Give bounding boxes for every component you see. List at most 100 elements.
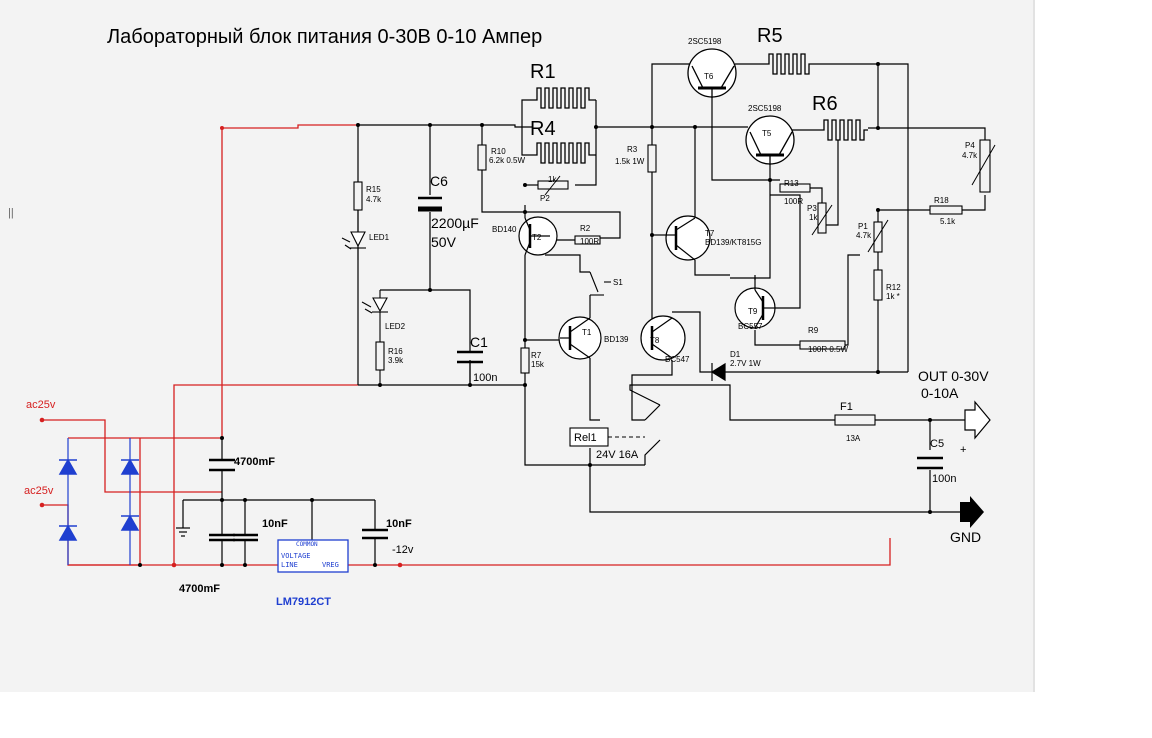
label-reg-common: COMMON xyxy=(296,541,318,548)
label-t8-part: BC547 xyxy=(665,355,690,364)
output-terminal xyxy=(964,400,991,440)
label-cap-10nf-left: 10nF xyxy=(262,518,288,530)
label-r12-val: 1k * xyxy=(886,292,900,301)
label-r3-val: 1.5k 1W xyxy=(615,157,645,166)
label-r5: R5 xyxy=(757,25,783,47)
label-r10-val: 6.2k 0.5W xyxy=(489,156,525,165)
switch-s1 xyxy=(589,271,611,296)
label-t1-part: BD139 xyxy=(604,335,629,344)
label-t2: T2 xyxy=(532,233,542,242)
label-p1-name: P1 xyxy=(858,222,868,231)
label-r1: R1 xyxy=(530,61,556,83)
transistor-t8 xyxy=(640,315,686,361)
label-c6-volt: 50V xyxy=(431,234,457,250)
rectifier-bridge xyxy=(58,438,140,565)
label-c6-name: C6 xyxy=(430,173,448,189)
junction-dots xyxy=(138,62,932,567)
resistor-r1 xyxy=(533,87,596,109)
label-r15-val: 4.7k xyxy=(366,195,382,204)
resistor-r2 xyxy=(574,235,601,245)
label-t5-part: 2SC5198 xyxy=(748,104,782,113)
potentiometer-arrows xyxy=(544,144,996,253)
label-c1-val: 100n xyxy=(473,372,497,384)
label-r2-val: 100R xyxy=(580,237,599,246)
label-r18-val: 5.1k xyxy=(940,217,956,226)
label-rel1: Rel1 xyxy=(574,432,597,444)
label-c5-val: 100n xyxy=(932,473,956,485)
relay-rel1 xyxy=(569,427,645,447)
ground-symbol xyxy=(176,527,190,537)
label-t9: T9 xyxy=(748,307,758,316)
resistor-r10 xyxy=(477,144,487,171)
label-f1-val: 13A xyxy=(846,434,861,443)
label-r16-name: R16 xyxy=(388,347,403,356)
resistor-r4 xyxy=(533,142,596,164)
label-t6: T6 xyxy=(704,72,714,81)
fuse-f1 xyxy=(834,414,876,426)
label-t7-part: BD139/KT815G xyxy=(705,238,761,247)
label-t6-part: 2SC5198 xyxy=(688,37,722,46)
resistor-r9 xyxy=(799,340,846,350)
label-reg-vreg: VREG xyxy=(322,561,339,569)
resistor-r5 xyxy=(765,53,815,75)
label-plus: + xyxy=(960,444,966,456)
resistor-r3 xyxy=(647,144,657,173)
led1 xyxy=(341,210,366,260)
label-t9-part: BC557 xyxy=(738,322,763,331)
label-r3-name: R3 xyxy=(627,145,638,154)
label-t5: T5 xyxy=(762,129,772,138)
margin-mark: || xyxy=(8,207,14,219)
label-d1-name: D1 xyxy=(730,350,741,359)
label-r7-name: R7 xyxy=(531,351,542,360)
potentiometer-p1 xyxy=(873,221,883,253)
label-p1-val: 4.7k xyxy=(856,231,872,240)
page-title: Лабораторный блок питания 0-30В 0-10 Амп… xyxy=(107,26,542,48)
label-c6-val: 2200µF xyxy=(431,215,479,231)
label-c1-name: C1 xyxy=(470,334,488,350)
label-r16-val: 3.9k xyxy=(388,356,404,365)
label-gnd: GND xyxy=(950,529,981,545)
label-t8: T8 xyxy=(650,336,660,345)
label-p3-val: 1k xyxy=(809,213,818,222)
label-r12-name: R12 xyxy=(886,283,901,292)
label-p3-name: P3 xyxy=(807,204,817,213)
transistor-t7 xyxy=(665,215,711,261)
red-terminal-dots xyxy=(39,417,403,568)
label-ac-bottom: ac25v xyxy=(24,485,54,497)
label-f1-name: F1 xyxy=(840,401,853,413)
label-reg-voltage: VOLTAGE xyxy=(281,552,311,560)
label-out: OUT 0-30V xyxy=(918,368,989,384)
label-c5-name: C5 xyxy=(930,438,944,450)
label-r9-val: 100R 0.5W xyxy=(808,345,848,354)
label-led2: LED2 xyxy=(385,322,406,331)
potentiometer-p4 xyxy=(979,139,991,193)
label-r15-name: R15 xyxy=(366,185,381,194)
label-r2-name: R2 xyxy=(580,224,591,233)
label-r10-name: R10 xyxy=(491,147,506,156)
led2 xyxy=(361,290,388,385)
label-s1: S1 xyxy=(613,278,623,287)
label-r13-name: R13 xyxy=(784,179,799,188)
transistor-t6 xyxy=(687,48,737,98)
resistor-r18 xyxy=(929,205,963,215)
small-resistors xyxy=(353,139,991,426)
potentiometer-p3 xyxy=(817,202,827,234)
label-led1: LED1 xyxy=(369,233,390,242)
label-r4: R4 xyxy=(530,118,556,140)
label-cap-4700-top: 4700mF xyxy=(234,456,275,468)
label-d1-val: 2.7V 1W xyxy=(730,359,761,368)
resistor-r7 xyxy=(520,347,530,374)
label-relay-rating: 24V 16A xyxy=(596,449,639,461)
label-r6: R6 xyxy=(812,93,838,115)
schematic-sheet xyxy=(0,0,1035,692)
label-reg-line: LINE xyxy=(281,561,298,569)
resistor-r6 xyxy=(820,119,868,141)
label-r7-val: 15k xyxy=(531,360,545,369)
label-r9-name: R9 xyxy=(808,326,819,335)
resistor-r15 xyxy=(353,181,363,211)
label-r13-val: 100R xyxy=(784,197,803,206)
transistor-t9 xyxy=(734,278,776,329)
transistor-t5 xyxy=(745,115,795,165)
label-ac-top: ac25v xyxy=(26,399,56,411)
